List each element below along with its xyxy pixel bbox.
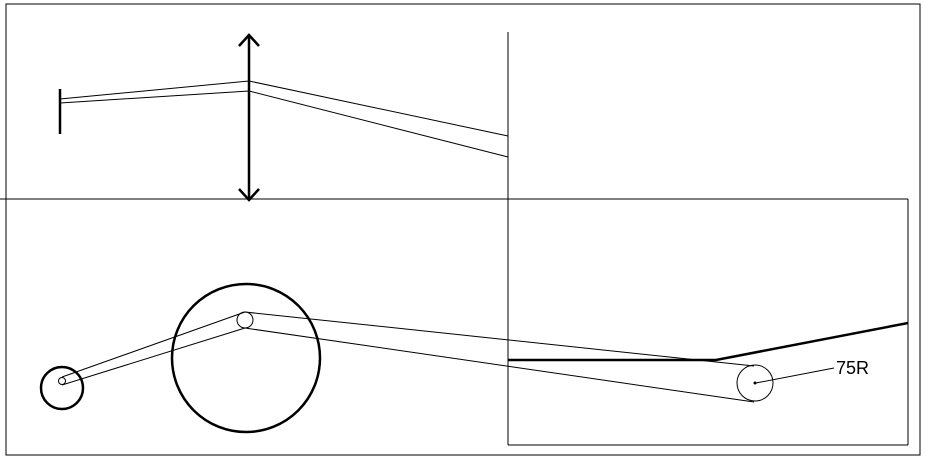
long-arm-upper [244,311,755,367]
long-arm-lower [244,327,755,403]
small-pivot-circle [39,365,85,411]
end-pin-circle [736,364,774,402]
end-pin-center [753,381,757,385]
link-arm-upper [61,311,246,378]
small-pivot-hole [58,377,66,385]
radius-leader-line [755,367,835,384]
outer-frame [5,3,921,456]
bent-rail [508,321,909,362]
radius-label: 75R [836,358,869,378]
large-pivot-circle [170,282,322,434]
beam-upper-edge [59,80,509,137]
link-arm-lower [61,327,246,386]
vertical-motion-arrow [238,33,260,202]
beam-lower-edge [59,90,509,158]
